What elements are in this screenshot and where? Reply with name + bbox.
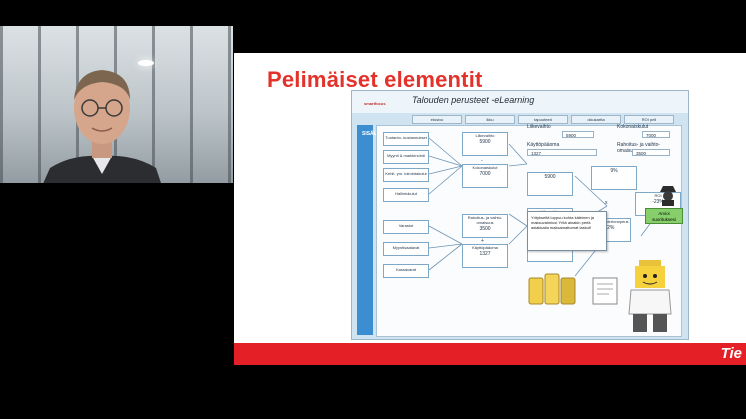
lego-figure-icon (628, 260, 672, 332)
op-plus: + (481, 238, 484, 244)
node-value: 5900 (479, 139, 491, 145)
nav-tab-oikukartta[interactable]: oikukartta (571, 115, 621, 124)
node-value: 122% (601, 225, 615, 231)
field-liikevaihto[interactable]: 5900 (562, 131, 594, 138)
field-kokonaiskulut[interactable]: 7000 (642, 131, 670, 138)
app-nav: etusivu ikku tapuuteed oikukartta ROI pe… (412, 115, 674, 124)
op-minus: - (481, 158, 483, 164)
app-logo: smartfocus (364, 101, 386, 106)
nav-tab-ikku[interactable]: ikku (465, 115, 515, 124)
warning-speech-bubble: Yritykseltä loppuu kohta käteinen ja mak… (527, 211, 607, 251)
node-value: -23% (652, 199, 664, 205)
roi-tree-board: Tuotanto- kustannukset Myynti & markkino… (376, 124, 683, 337)
leaf-varastot[interactable]: Varastot (383, 220, 429, 234)
node-value: 3500 (479, 226, 491, 232)
invoice-document-icon (592, 277, 618, 305)
node-result-5900[interactable]: 5900 (527, 172, 573, 196)
nav-tab-etusivu[interactable]: etusivu (412, 115, 462, 124)
nav-tab-roi-peli[interactable]: ROI peli (624, 115, 674, 124)
leaf-myynti-markkinointi[interactable]: Myynti & markkinointi (383, 150, 429, 164)
leaf-label: Tuotanto- kustannukset (385, 135, 427, 140)
evaluate-performance-button[interactable]: Arvioi suorituksesi (645, 208, 683, 224)
sidebar-contents[interactable]: SISÄLTÖ (357, 125, 384, 335)
field-label-kokonaiskulut: Kokonaiskulut (617, 124, 649, 130)
node-label: Rahoitus- ja vaihto- omaisuus (467, 215, 503, 225)
app-header (352, 91, 688, 113)
node-label: Liikevaihto (475, 133, 495, 138)
slide-footer-bar: Tie (234, 343, 746, 365)
elearning-app-screenshot: smartfocus Talouden perusteet -eLearning… (351, 90, 689, 340)
field-kayttopaaoma[interactable]: 1327 (527, 149, 597, 156)
footer-logo: Tie (720, 345, 742, 362)
leaf-label: Varastot (398, 223, 414, 228)
node-label: Pääoman kiertonopeus (587, 219, 629, 224)
node-value: 9% (610, 168, 618, 174)
node-label: ROI (654, 193, 662, 198)
presentation-slide: Pelimäiset elementit smartfocus Talouden… (234, 53, 746, 365)
leaf-label: Kehit. ym. toimintakulut (385, 171, 427, 176)
app-title: Talouden perusteet -eLearning (412, 95, 535, 105)
node-label: Kokonaiskulut (472, 165, 498, 170)
node-result-9[interactable]: 9% (591, 166, 637, 190)
slide-title: Pelimäiset elementit (267, 67, 483, 92)
webcam-video (0, 26, 233, 183)
field-label-liikevaihto: Liikevaihto (527, 124, 551, 130)
node-value: 5900 (544, 174, 556, 180)
op-multiply: x (605, 200, 608, 206)
leaf-hallintokulut[interactable]: Hallintokulut (383, 188, 429, 202)
node-value: 1327 (479, 251, 491, 257)
field-label-kayttopaaoma: Käyttöpääoma (527, 142, 560, 148)
leaf-label: Myynti & markkinointi (387, 153, 425, 158)
nav-tab-tapuuteed[interactable]: tapuuteed (518, 115, 568, 124)
leaf-label: Hallintokulut (395, 191, 417, 196)
field-label-rahoitus: Rahoitus- ja vaihto-omaisuus (617, 142, 661, 154)
node-value: 7000 (479, 171, 491, 177)
tree-connectors (428, 137, 653, 277)
leaf-label: Kassavarat (395, 267, 416, 272)
leaf-kehitys-toimintakulut[interactable]: Kehit. ym. toimintakulut (383, 168, 429, 182)
detective-icon (660, 186, 676, 206)
ceiling-light (138, 60, 154, 66)
leaf-kassavarat[interactable]: Kassavarat (383, 264, 429, 278)
sidebar-label: SISÄLTÖ (362, 131, 384, 137)
leaf-tuotantokustannukset[interactable]: Tuotanto- kustannukset (383, 132, 429, 146)
lego-heads-icon (528, 273, 576, 305)
leaf-myyntisaatavat[interactable]: Myyntisaatavat (383, 242, 429, 256)
presenter (43, 70, 161, 183)
leaf-label: Myyntisaatavat (392, 245, 420, 250)
field-rahoitus[interactable]: 3500 (632, 149, 670, 156)
node-label: Käyttöpääoma (472, 245, 498, 250)
